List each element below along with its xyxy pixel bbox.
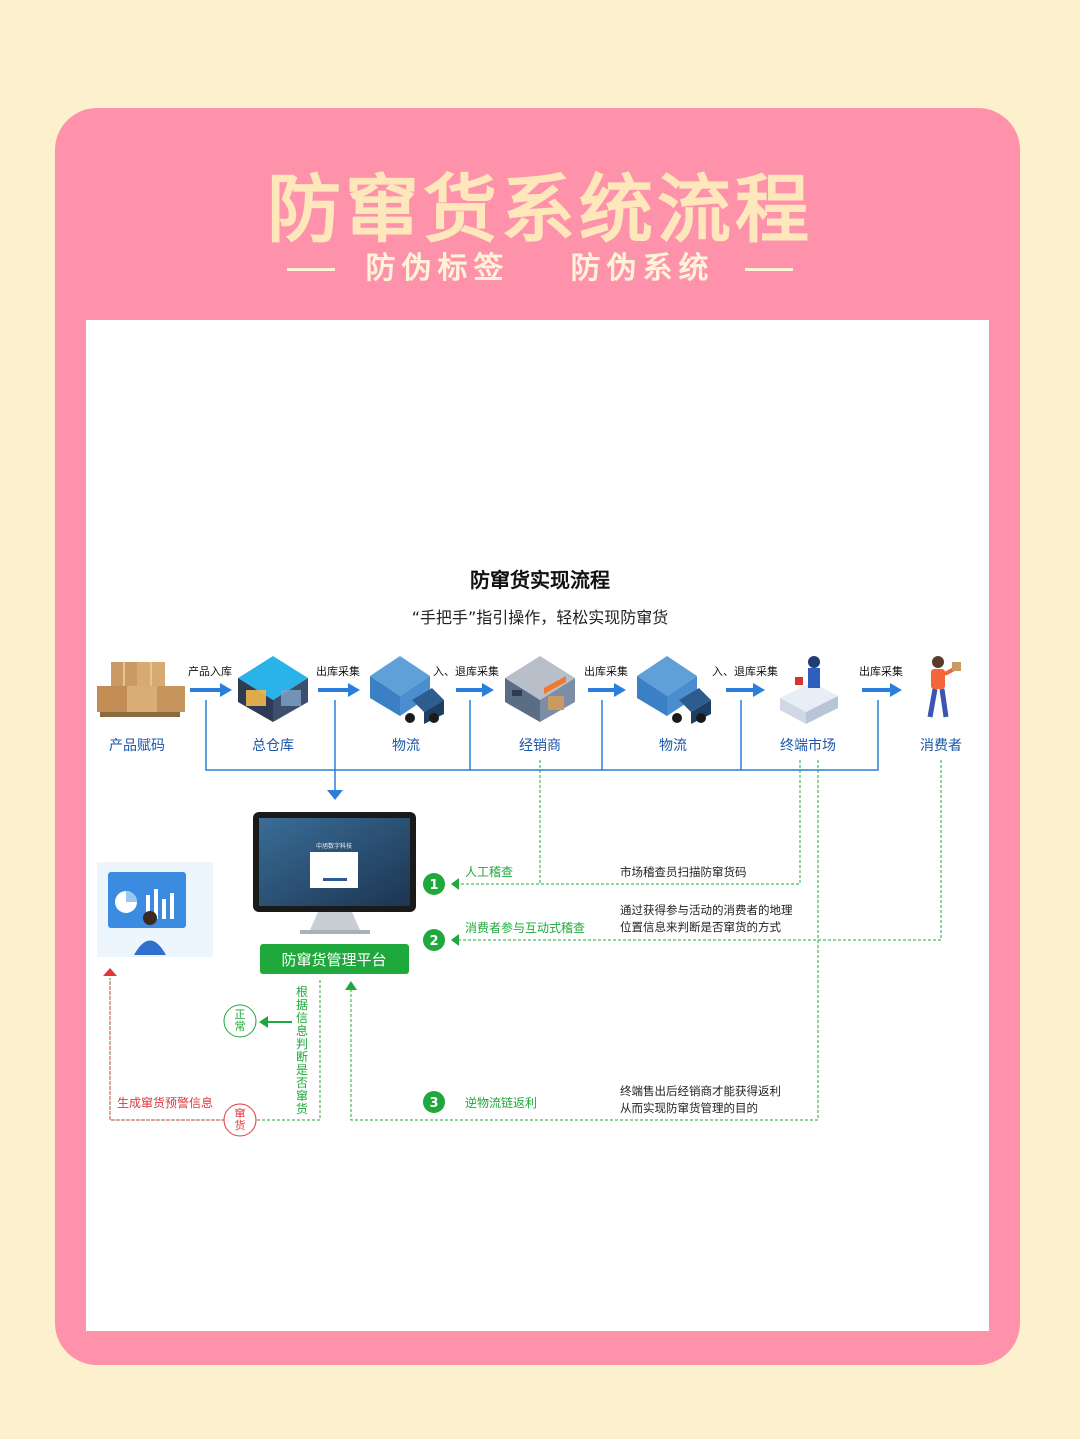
subtitle-anti-fake-system: 防伪系统: [570, 251, 715, 286]
abnormal-label-char: 窜: [235, 1106, 246, 1120]
judge-text-char: 根: [296, 985, 308, 999]
check-num-1: 1: [429, 878, 438, 893]
normal-label-char: 常: [235, 1020, 246, 1033]
arrow-head-normal: [259, 1016, 268, 1028]
check-num-circle-1: [423, 873, 445, 895]
check-num-3: 3: [429, 1096, 438, 1111]
check-desc-2b: 位置信息来判断是否窜货的方式: [620, 920, 781, 934]
arrow-label-1: 产品入库: [188, 664, 232, 678]
platform-label: 防窜货管理平台: [281, 951, 386, 969]
abnormal-label: 窜货: [235, 1106, 246, 1132]
arrow-head-warning: [103, 968, 117, 976]
arrow-label-2: 出库采集: [316, 664, 360, 678]
node-label-consumer: 消费者: [920, 738, 962, 754]
monitor-icon: 中旭数字科技: [253, 812, 416, 934]
terminal-market-icon: [780, 656, 838, 724]
check-num-2: 2: [429, 934, 438, 949]
node-label-terminal-market: 终端市场: [780, 737, 836, 754]
warehouse-icon: [238, 656, 308, 722]
check-lines: [109, 760, 942, 1121]
check-label-2: 消费者参与互动式稽查: [465, 920, 585, 935]
check-label-3: 逆物流链返利: [465, 1095, 537, 1110]
node-label-product-coding: 产品赋码: [109, 738, 165, 754]
consumer-person-icon: [927, 656, 961, 718]
warning-line: [109, 980, 224, 1121]
check-num-circle-2: [423, 929, 445, 951]
node-label-distributor: 经销商: [519, 738, 561, 754]
normal-circle: [223, 1004, 257, 1038]
check-desc-3b: 从而实现防窜货管理的目的: [620, 1101, 758, 1115]
check-label-1: 人工稽查: [465, 864, 513, 879]
data-collection-lines: [205, 700, 879, 792]
judge-text-char: 断: [296, 1049, 308, 1064]
check-desc-3a: 终端售出后经销商才能获得返利: [620, 1084, 781, 1098]
node-label-logistics-2: 物流: [659, 738, 687, 754]
normal-label: 正常: [235, 1008, 246, 1033]
arrow-head-check-1: [451, 878, 459, 890]
judge-text-char: 是: [296, 1063, 308, 1077]
left-dash: [287, 268, 336, 271]
page-subtitle: 防伪标签 防伪系统: [0, 243, 1080, 287]
warning-text: 生成窜货预警信息: [117, 1095, 213, 1110]
judge-text-char: 否: [296, 1076, 308, 1090]
node-label-main-warehouse: 总仓库: [252, 738, 294, 754]
arrow-head-check-3: [345, 981, 357, 990]
judge-text-char: 货: [296, 1101, 308, 1116]
monitor-screen-text: 中旭数字科技: [316, 842, 352, 850]
judge-text-char: 窜: [296, 1088, 308, 1103]
check-num-circle-3: [423, 1091, 445, 1113]
abnormal-label-char: 货: [235, 1118, 246, 1132]
normal-label-char: 正: [235, 1008, 246, 1021]
judge-text-char: 据: [296, 998, 308, 1012]
diagram-title: 防窜货实现流程: [470, 568, 610, 592]
analyst-dashboard-icon: [97, 862, 213, 957]
check-desc-2a: 通过获得参与活动的消费者的地理: [620, 903, 793, 917]
flow-arrows: [190, 683, 902, 697]
distributor-building-icon: [505, 656, 575, 722]
diagram-subtitle: “手把手”指引操作，轻松实现防窜货: [412, 608, 669, 627]
node-label-logistics-1: 物流: [392, 738, 420, 754]
judge-text-char: 判: [296, 1037, 308, 1051]
arrow-head-check-2: [451, 934, 459, 946]
judge-text-char: 信: [296, 1011, 308, 1025]
platform-button[interactable]: [260, 944, 409, 974]
right-dash: [744, 268, 793, 271]
subtitle-anti-fake-label: 防伪标签: [365, 251, 510, 286]
arrow-label-4: 出库采集: [584, 664, 628, 678]
truck-icon-1: [370, 656, 444, 724]
arrow-label-5: 入、退库采集: [712, 664, 778, 678]
white-panel: [86, 320, 989, 1331]
arrow-label-3: 入、退库采集: [433, 664, 499, 678]
arrow-to-platform: [327, 790, 343, 800]
boxes-icon: [97, 662, 185, 717]
truck-icon-2: [637, 656, 711, 724]
judge-text-char: 息: [296, 1023, 308, 1038]
check-desc-1: 市场稽查员扫描防窜货码: [620, 865, 747, 879]
arrow-label-6: 出库采集: [859, 664, 903, 678]
page-title: 防窜货系统流程: [267, 167, 813, 253]
